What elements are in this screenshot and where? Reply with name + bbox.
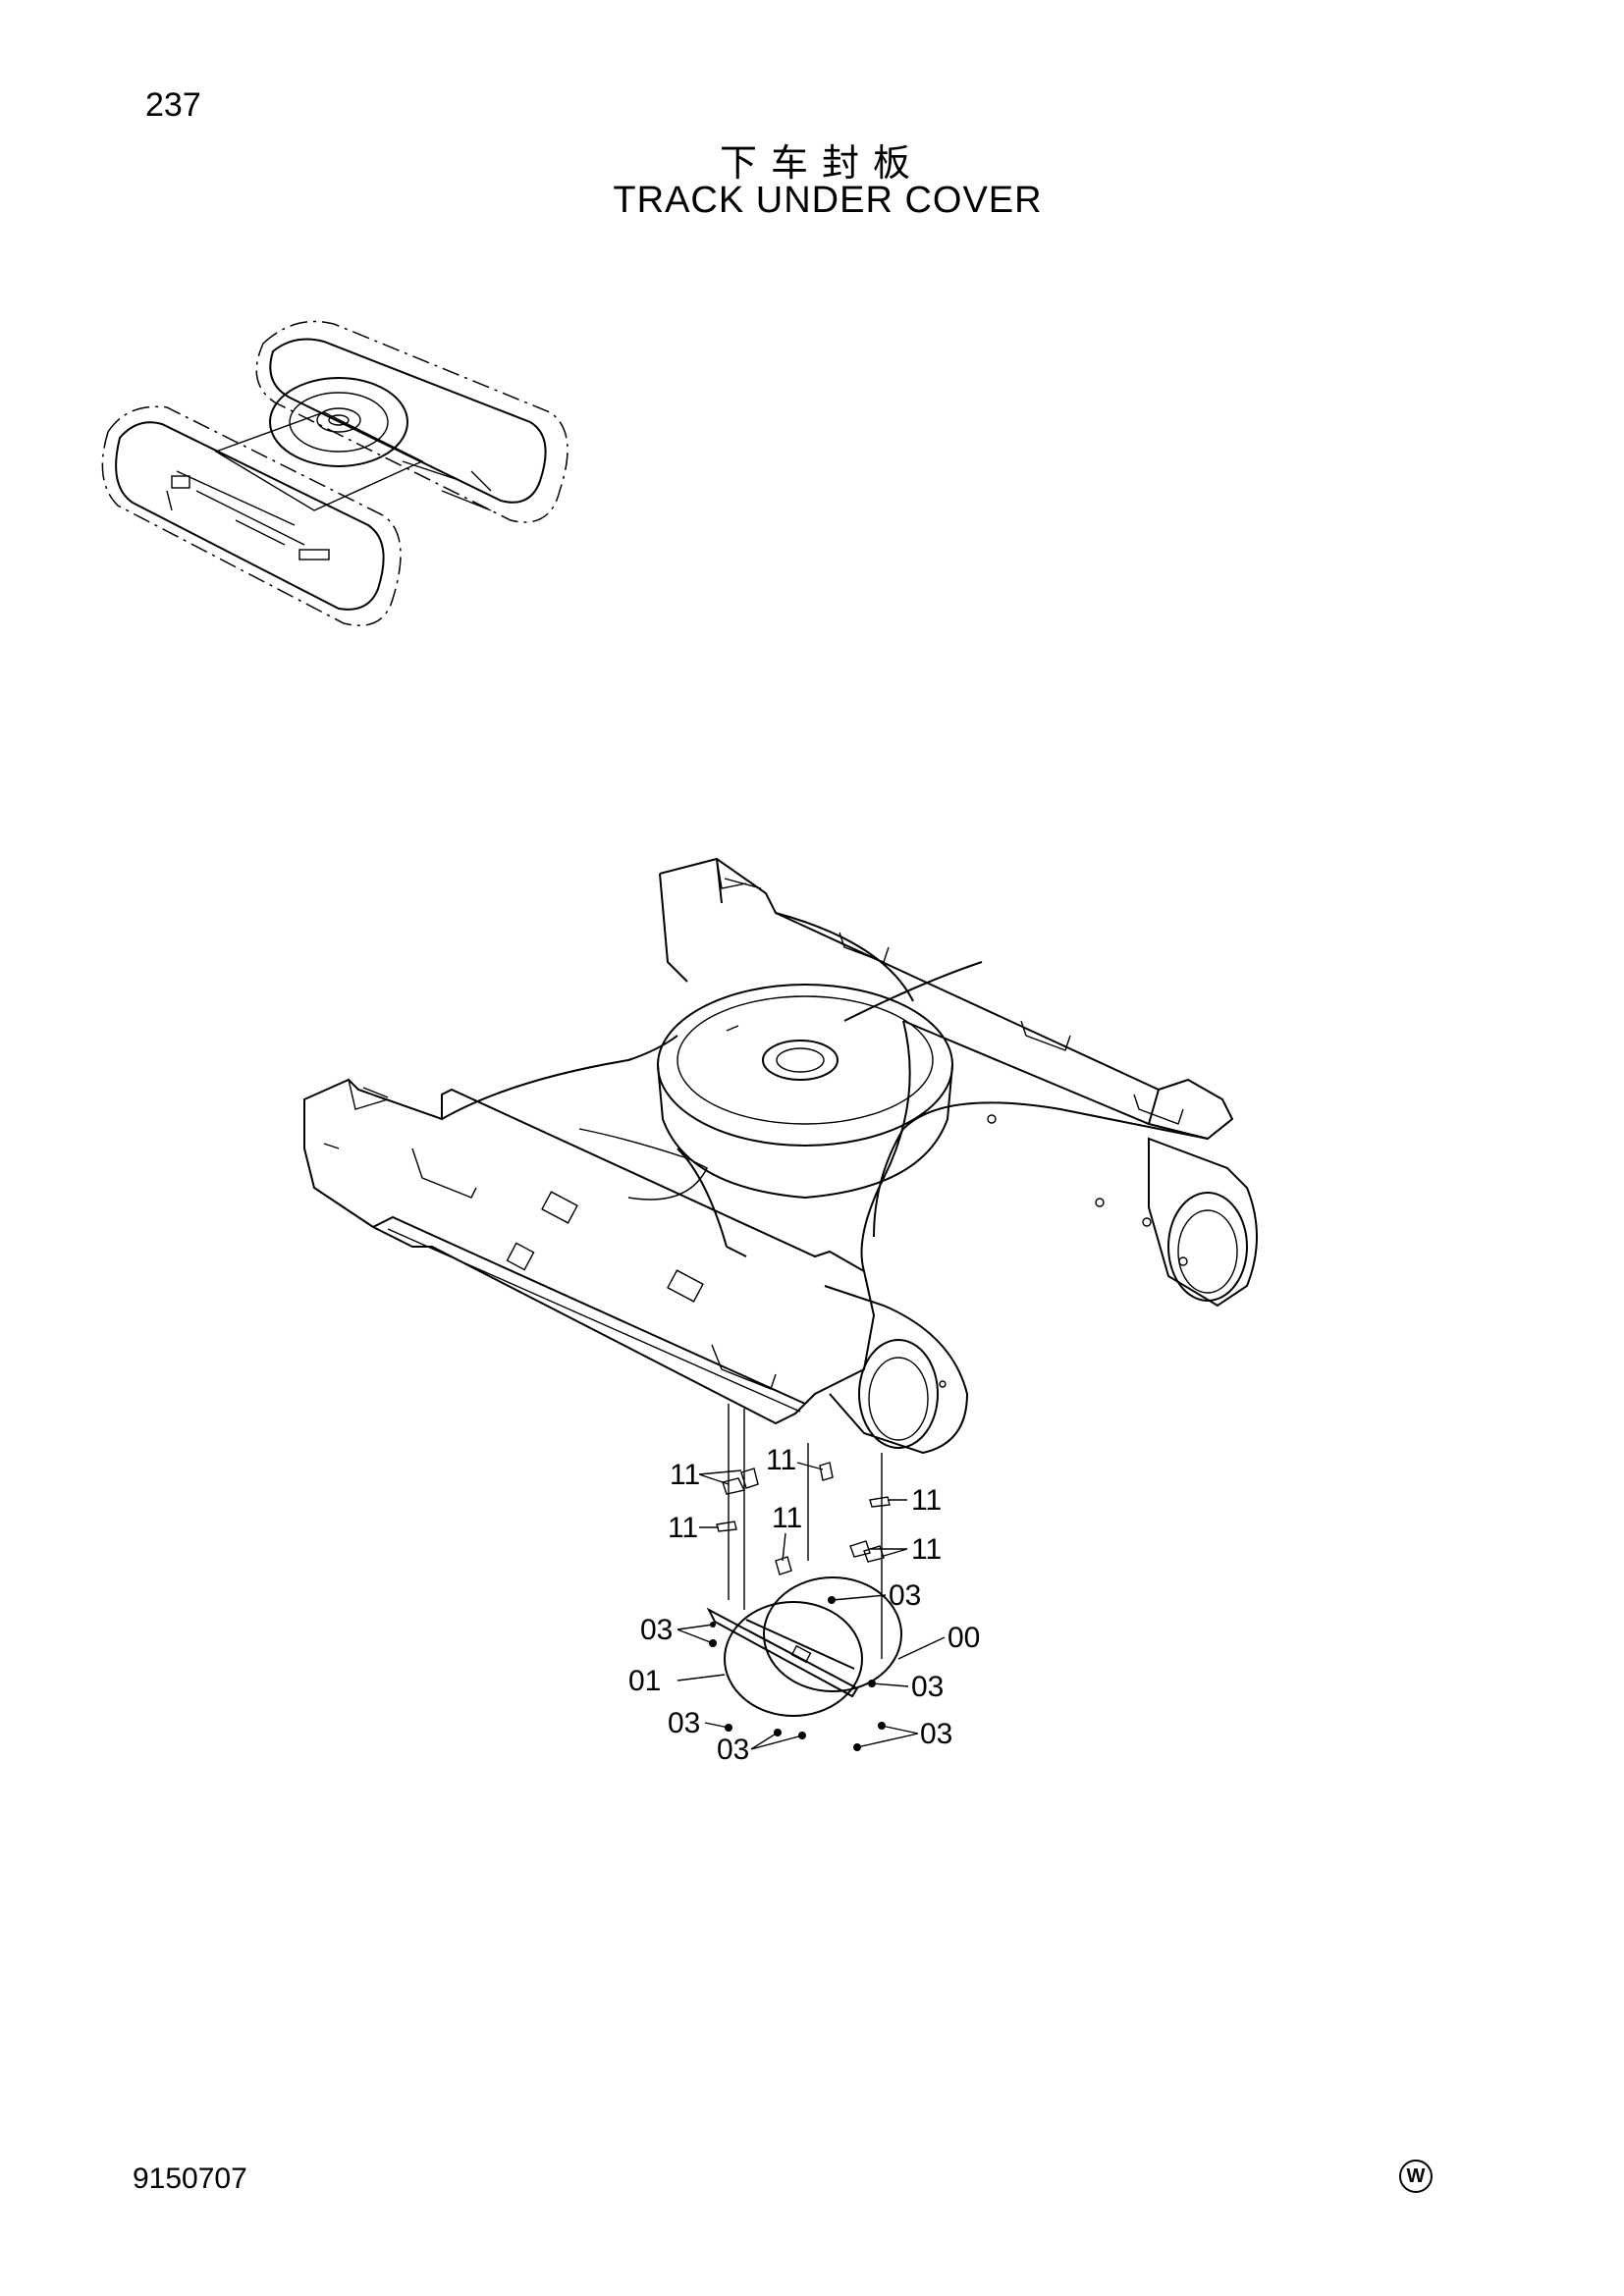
page-title-english: TRACK UNDER COVER xyxy=(613,180,1043,221)
callout-label: 00 xyxy=(947,1622,980,1654)
callout-label: 03 xyxy=(717,1734,749,1766)
callout-leaders xyxy=(677,1462,946,1750)
corner-mark: W xyxy=(1399,2160,1433,2193)
page-number: 237 xyxy=(145,86,201,124)
under-cover-parts xyxy=(706,1462,902,1751)
callout-label: 03 xyxy=(920,1718,952,1750)
callout-label: 11 xyxy=(670,1459,700,1491)
cover-plate-00 xyxy=(763,1576,902,1692)
callout-label: 03 xyxy=(911,1671,944,1703)
callout-label: 03 xyxy=(889,1579,921,1612)
page-title-chinese: 下车封板 xyxy=(719,141,924,185)
leader-lines xyxy=(728,1404,883,1659)
callout-labels: 11 11 11 11 11 11 03 03 00 01 03 03 03 0… xyxy=(628,1444,980,1766)
cover-plate-01 xyxy=(724,1601,863,1717)
callout-label: 03 xyxy=(668,1707,700,1739)
document-code: 9150707 xyxy=(133,2163,247,2195)
callout-label: 11 xyxy=(668,1512,698,1544)
callout-label: 11 xyxy=(766,1444,796,1476)
callout-label: 03 xyxy=(640,1614,673,1646)
callout-label: 11 xyxy=(911,1484,942,1517)
callout-label: 01 xyxy=(628,1665,661,1697)
callout-label: 11 xyxy=(911,1533,942,1566)
overview-undercarriage xyxy=(101,320,568,626)
track-frame xyxy=(303,857,1258,1455)
callout-label: 11 xyxy=(772,1502,802,1534)
